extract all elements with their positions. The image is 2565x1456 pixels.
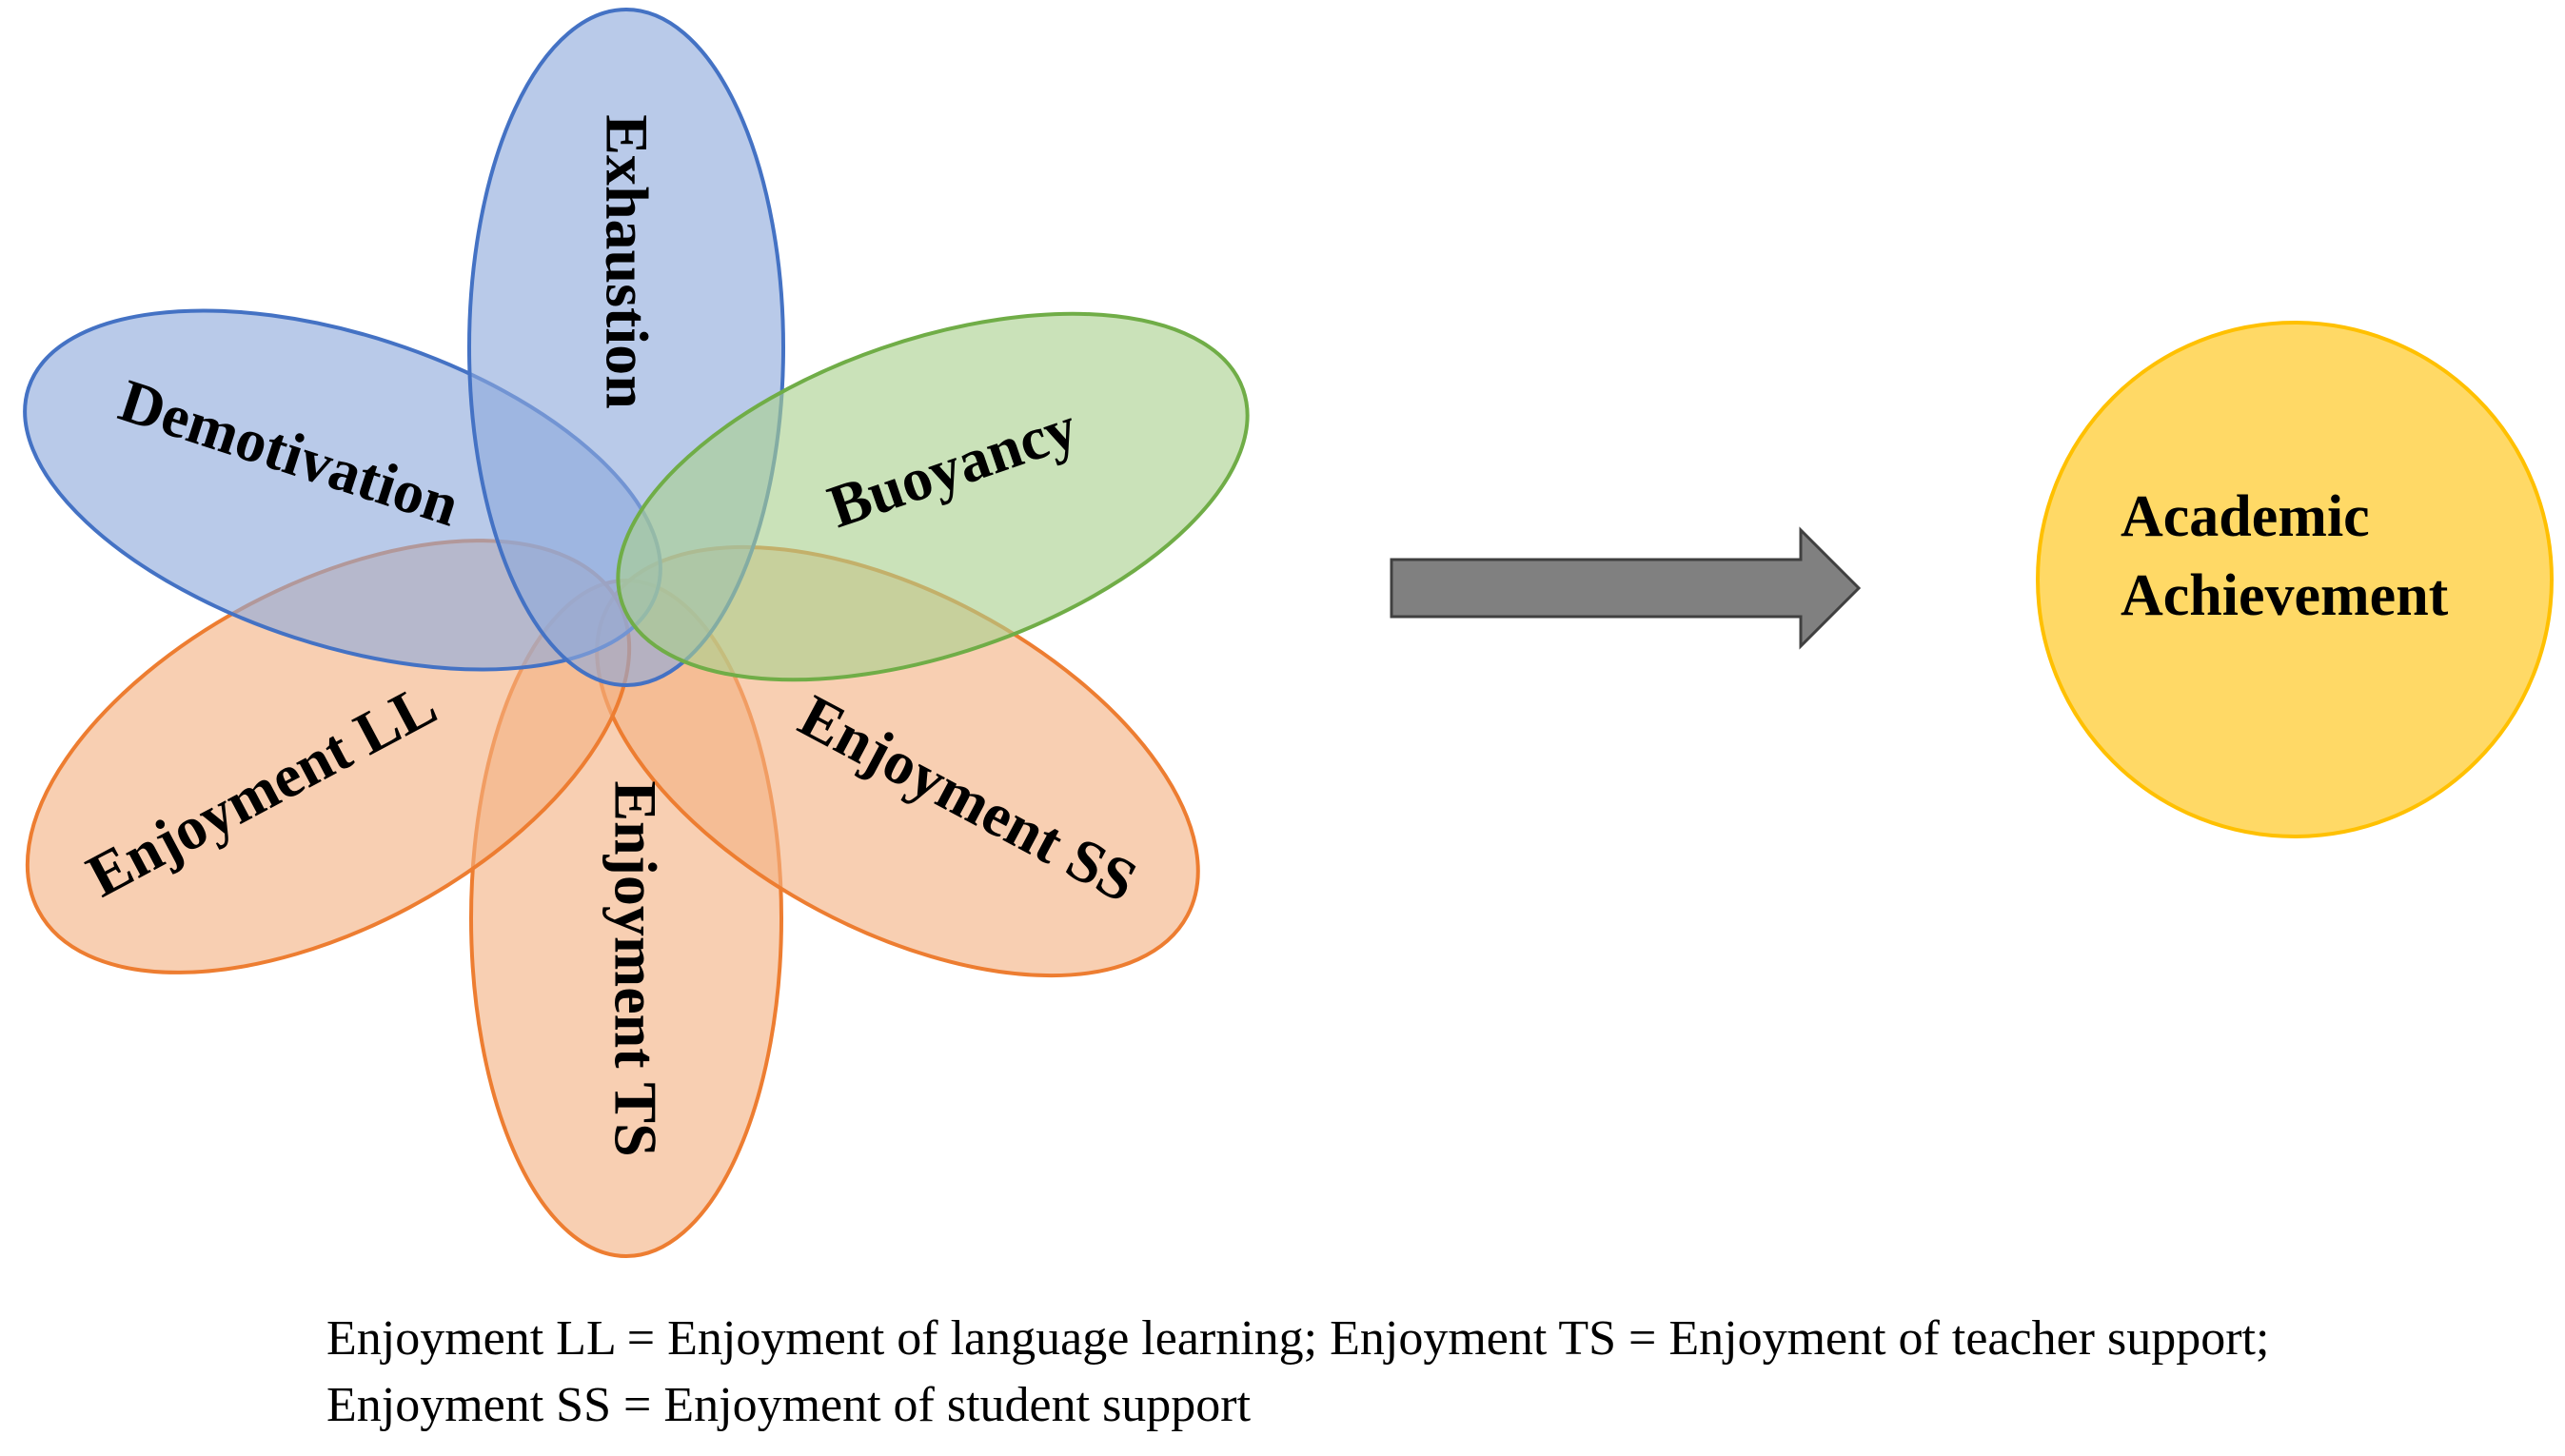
target-label-line1: Academic xyxy=(2121,484,2370,549)
petal-buoyancy xyxy=(616,311,1250,682)
caption-line-2: Enjoyment SS = Enjoyment of student supp… xyxy=(326,1378,1252,1432)
target-label-line2: Achievement xyxy=(2121,563,2449,628)
right-arrow-icon xyxy=(1390,526,1862,650)
target-circle xyxy=(2036,321,2554,838)
label-enjoyment-ts: Enjoyment TS xyxy=(602,780,669,1156)
label-exhaustion: Exhaustion xyxy=(593,114,661,408)
academic-achievement-node: Academic Achievement xyxy=(2036,321,2554,838)
caption: Enjoyment LL = Enjoyment of language lea… xyxy=(326,1306,2516,1439)
caption-line-1: Enjoyment LL = Enjoyment of language lea… xyxy=(326,1311,2270,1366)
